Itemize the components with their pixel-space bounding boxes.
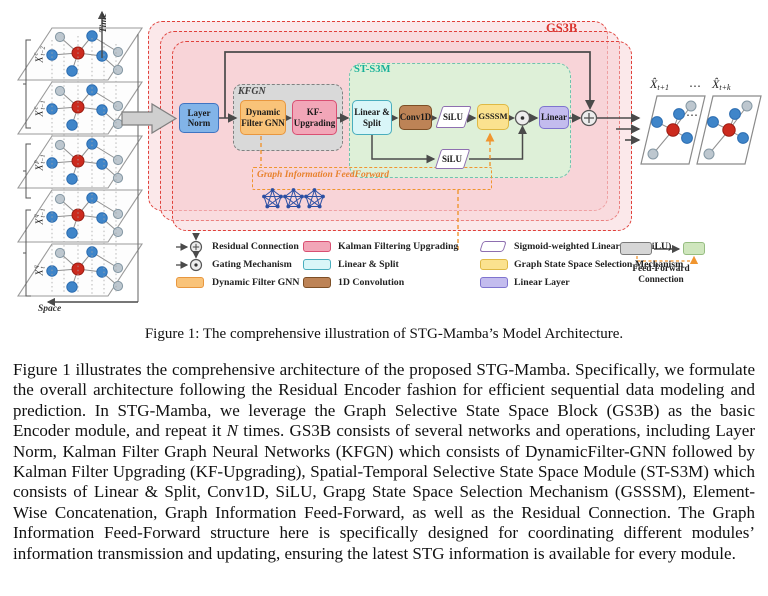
legend-label-dfg: Dynamic Filter GNN <box>212 277 300 288</box>
legend-label-silu: Sigmoid-weighted Linear Unit (SiLU) <box>514 241 672 252</box>
legend-swatch-dynamic-filter-gnn <box>176 277 204 288</box>
graph-information-feedforward-label: Graph Information FeedForward <box>257 170 389 180</box>
legend-feedforward-gray-box <box>620 242 652 255</box>
body-text-part1: Figure 1 illustrates the comprehensive a… <box>13 360 755 441</box>
body-text-n-variable: N <box>226 421 238 441</box>
body-paragraph: Figure 1 illustrates the comprehensive a… <box>13 360 755 564</box>
space-axis <box>46 34 139 307</box>
legend-label-linear: Linear Layer <box>514 277 570 288</box>
gs3b-label: GS3B <box>546 21 578 35</box>
legend-label-kalman: Kalman Filtering Upgrading <box>338 241 459 252</box>
legend-swatch-1d-conv <box>303 277 331 288</box>
figure-caption: Figure 1: The comprehensive illustration… <box>144 326 624 342</box>
output-label-dots: ⋯ <box>689 79 701 93</box>
legend-feedforward-green-box <box>683 242 705 255</box>
dynamic-filter-gnn-block: Dynamic Filter GNN <box>240 100 286 135</box>
time-axis-label: Time <box>98 13 109 33</box>
linear-split-block: Linear & Split <box>352 100 392 135</box>
gsssm-block: GSSSM <box>477 104 509 130</box>
output-graph-planes <box>640 95 762 165</box>
output-label-last: X̂t+k <box>712 77 731 92</box>
body-text-part2: times. GS3B consists of several networks… <box>13 421 755 563</box>
legend-label-1d-conv: 1D Convolution <box>338 277 405 288</box>
conv1d-block: Conv1D <box>399 105 432 130</box>
projection-dotted-lines <box>51 36 117 294</box>
figure-1-diagram: GS3B KFGN ST-S3M Graph Information FeedF… <box>17 10 762 314</box>
output-plane-dots: ⋯ <box>686 108 698 122</box>
legend-swatch-linear-split <box>303 259 331 270</box>
legend-swatch-linear <box>480 277 508 288</box>
output-label-first: X̂t+1 <box>650 77 669 92</box>
layer-norm-block: Layer Norm <box>179 103 219 133</box>
legend-swatch-kalman <box>303 241 331 252</box>
group-brackets <box>23 39 31 297</box>
legend-residual-icon <box>176 232 203 254</box>
kfgn-label: KFGN <box>238 86 266 97</box>
legend-label-gating: Gating Mechanism <box>212 259 292 270</box>
space-axis-label: Space <box>38 304 62 314</box>
graph-information-feedforward-region <box>252 167 492 190</box>
legend-gating-icon <box>176 250 203 272</box>
legend-label-residual: Residual Connection <box>212 241 299 252</box>
legend-label-gsssm: Graph State Space Selection Mechanism <box>514 259 684 270</box>
legend-label-linear-split: Linear & Split <box>338 259 399 270</box>
st-s3m-label: ST-S3M <box>354 64 391 75</box>
legend-swatch-silu <box>479 241 507 252</box>
legend-feedforward-connection-label: Feed-Forward Connection <box>632 264 690 285</box>
linear-block: Linear <box>539 106 569 129</box>
legend-swatch-gsssm <box>480 259 508 270</box>
kf-upgrading-block: KF-Upgrading <box>292 100 337 135</box>
